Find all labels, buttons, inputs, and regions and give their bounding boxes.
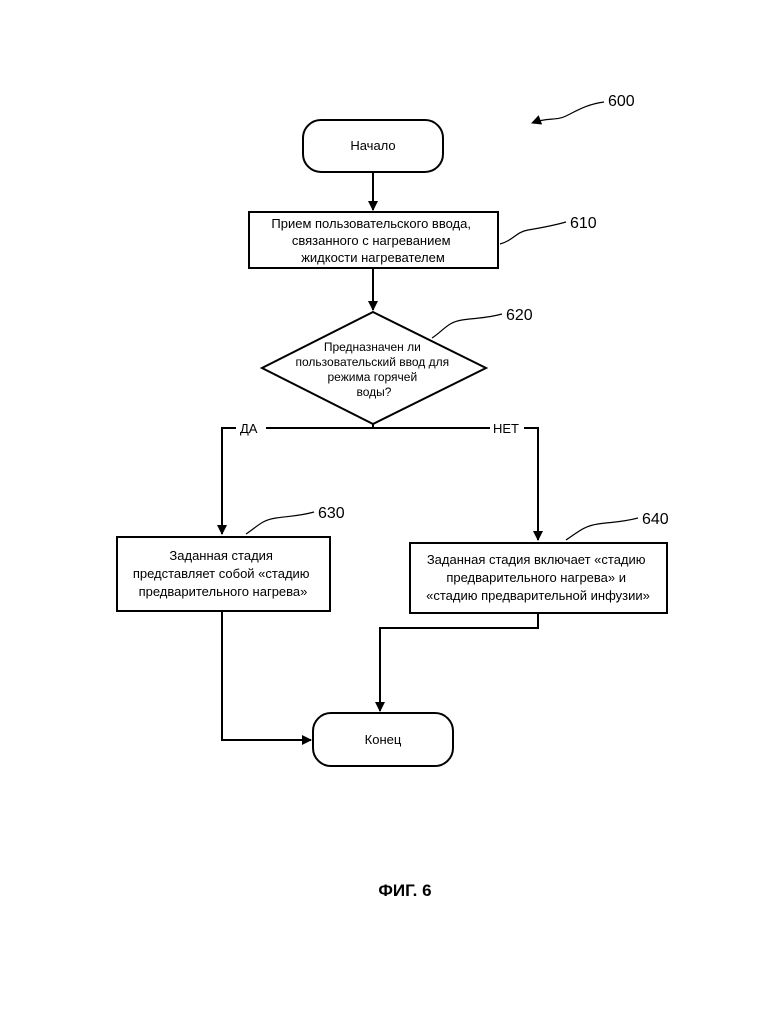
edge-640-to-end <box>380 613 538 711</box>
edge-yes-label: ДА <box>240 421 258 436</box>
ref-620-label: 620 <box>506 307 533 324</box>
start-node: Начало <box>303 120 443 172</box>
ref-630-label: 630 <box>318 505 345 522</box>
end-node-label: Конец <box>365 732 402 747</box>
edge-630-to-end <box>222 611 311 740</box>
ref-630-leader <box>246 512 314 534</box>
ref-610-leader <box>500 222 566 244</box>
process-node-630: Заданная стадия представляет собой «стад… <box>117 505 345 611</box>
process-node-640: Заданная стадия включает «стадию предвар… <box>410 511 669 613</box>
figure-ref-600: 600 <box>532 93 635 123</box>
ref-610-label: 610 <box>570 215 597 232</box>
start-node-label: Начало <box>350 138 395 153</box>
process-node-610: Прием пользовательского ввода, связанног… <box>249 212 597 268</box>
process-640-label: Заданная стадия включает «стадию предвар… <box>426 552 650 603</box>
process-610-label: Прием пользовательского ввода, связанног… <box>271 216 474 265</box>
ref-620-leader <box>432 314 502 338</box>
figure-caption: ФИГ. 6 <box>378 881 431 900</box>
end-node: Конец <box>313 713 453 766</box>
ref-640-label: 640 <box>642 511 669 528</box>
edge-no-to-640 <box>524 428 538 540</box>
decision-node-620: Предназначен ли пользовательский ввод дл… <box>262 307 533 424</box>
edge-yes-to-630 <box>222 428 236 534</box>
ref-640-leader <box>566 518 638 540</box>
figure-ref-label: 600 <box>608 93 635 110</box>
edge-no-label: НЕТ <box>493 421 519 436</box>
